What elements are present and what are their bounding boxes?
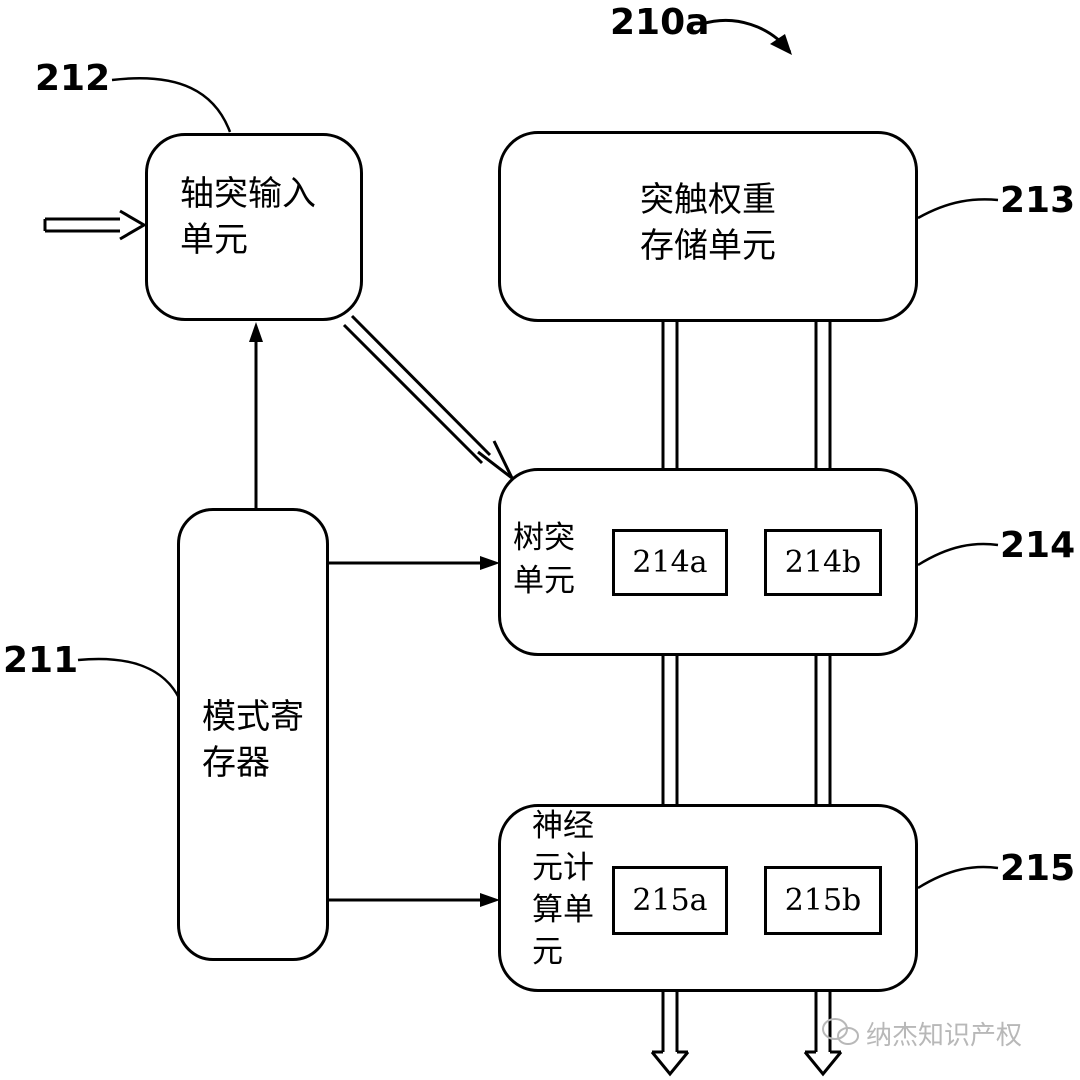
leader-215 (917, 865, 999, 890)
dendrite-label-line2: 单元 (513, 563, 575, 599)
arrow-mode-to-dendrite (328, 556, 500, 570)
leader-214 (917, 542, 999, 567)
sub-block-214b: 214b (764, 529, 882, 596)
arrow-axon-to-dendrite (342, 314, 514, 480)
neuron-compute-label-line4: 元 (532, 934, 563, 970)
neuron-compute-label-line2: 元计 (532, 850, 594, 886)
sub-block-214a: 214a (612, 529, 728, 596)
mode-register (177, 508, 329, 961)
ref-214: 214 (1000, 525, 1076, 566)
neuron-compute-label-line1: 神经 (532, 808, 594, 844)
mode-register-label-line2: 存器 (202, 743, 270, 783)
ref-211: 211 (3, 640, 79, 681)
sub-block-215b: 215b (764, 866, 882, 935)
dendrite-label-line1: 树突 (513, 520, 575, 556)
arrow-mode-to-neuron (328, 893, 500, 907)
neuron-compute-label-line3: 算单 (532, 892, 594, 928)
arrow-mode-to-axon (249, 322, 263, 508)
ref-213: 213 (1000, 180, 1076, 221)
ref-215: 215 (1000, 848, 1076, 889)
ref-212: 212 (35, 58, 111, 99)
axon-input-label-line2: 单元 (180, 220, 248, 260)
axon-input-unit (145, 133, 363, 321)
wechat-icon (822, 1018, 859, 1045)
leader-213 (917, 198, 999, 220)
leader-212 (111, 77, 232, 133)
figure-ref-label: 210a (610, 2, 710, 43)
synapse-weight-label-line1: 突触权重 (640, 180, 776, 220)
synapse-weight-storage-unit (498, 131, 918, 322)
axon-input-label-line1: 轴突输入 (180, 174, 316, 214)
figure-ref-arrowhead (770, 34, 792, 55)
input-double-arrow (43, 209, 147, 241)
sub-block-215a: 215a (612, 866, 728, 935)
watermark-text: 纳杰知识产权 (866, 1021, 1023, 1051)
mode-register-label-line1: 模式寄 (202, 697, 304, 737)
leader-211 (77, 657, 182, 701)
synapse-weight-label-line2: 存储单元 (640, 226, 776, 266)
